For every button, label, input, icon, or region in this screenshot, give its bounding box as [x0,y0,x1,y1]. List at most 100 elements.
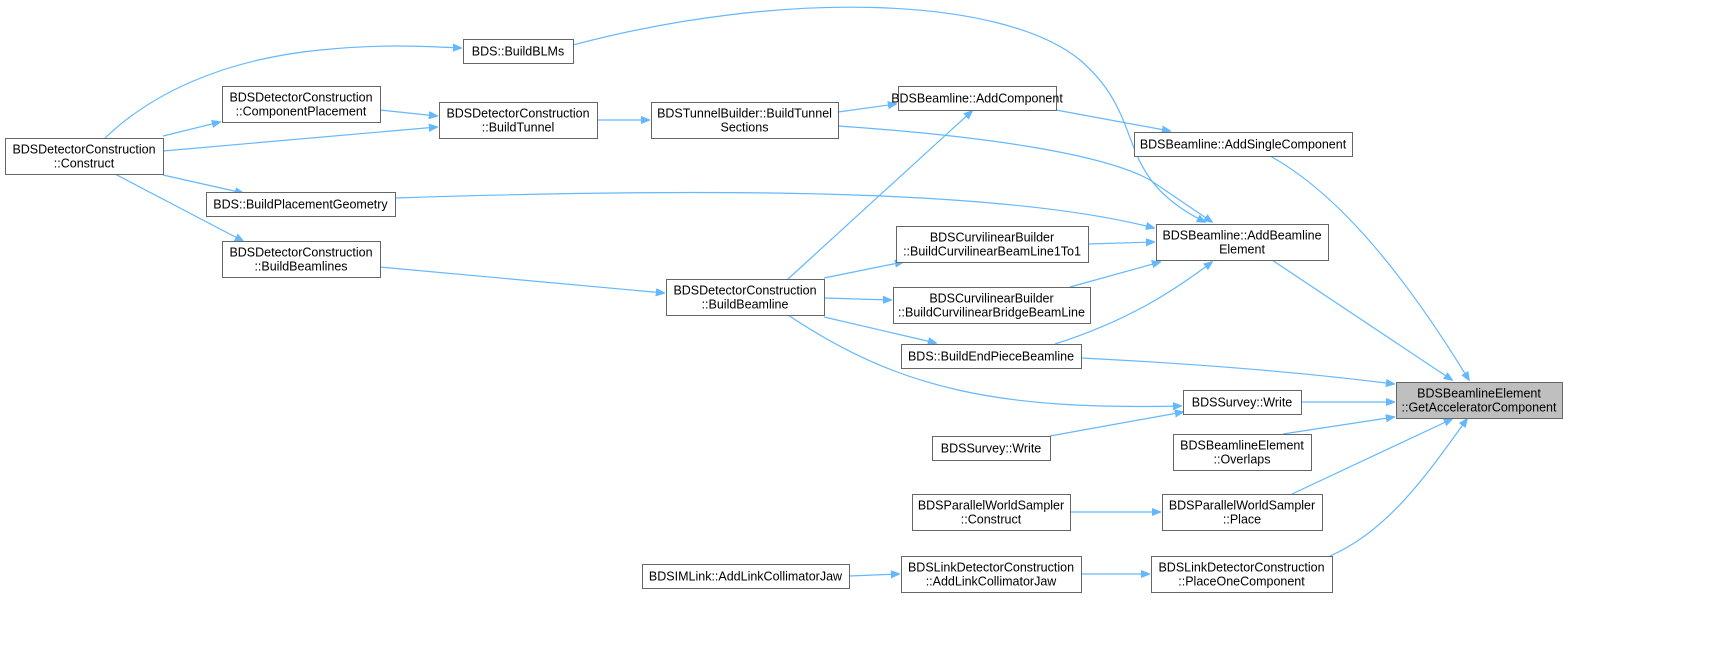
node-addcomponent[interactable]: BDSBeamline::AddComponent [891,86,1063,111]
node-label-line: BDSBeamlineElement [1180,439,1304,453]
edge-detcon_buildbeamline-to-curv_bridge [823,298,891,300]
node-label-line: ::Construct [54,157,115,171]
edges-layer [104,6,1469,576]
node-label-line: ::BuildBeamline [702,298,789,312]
node-linkdet-addjaw[interactable]: BDSLinkDetectorConstruction::AddLinkColl… [901,556,1082,593]
node-label-line: BDSBeamline::AddSingleComponent [1140,138,1347,152]
node-placement-geometry[interactable]: BDS::BuildPlacementGeometry [206,192,396,217]
edge-tunnel_sections-to-addbeamlineelement [837,125,1212,222]
edge-linkdet_place-to-target [1329,419,1467,557]
node-box [206,192,396,217]
node-bdsim-link[interactable]: BDSIMLink::AddLinkCollimatorJaw [642,564,850,589]
node-target[interactable]: BDSBeamlineElement::GetAcceleratorCompon… [1396,382,1563,419]
node-label-line: ::GetAcceleratorComponent [1402,401,1557,415]
node-label-line: BDS::BuildBLMs [472,45,564,59]
node-label-line: BDSDetectorConstruction [229,91,372,105]
edge-bdsim_link-to-linkdet_addjaw [848,574,899,576]
edge-tunnel_sections-to-addcomponent [837,104,896,113]
edge-addbeamlineelement-to-target [1271,259,1452,380]
node-label-line: BDSBeamline::AddBeamline [1162,229,1321,243]
node-buildblms[interactable]: BDS::BuildBLMs [463,39,574,64]
node-label-line: BDSParallelWorldSampler [1169,499,1315,513]
edge-endpiece-to-target [1080,357,1394,384]
node-survey-write-a[interactable]: BDSSurvey::Write [1183,390,1302,415]
edge-placement_geometry-to-addbeamlineelement [394,191,1154,228]
node-overlaps[interactable]: BDSBeamlineElement::Overlaps [1173,434,1312,471]
node-box [463,39,574,64]
edge-detcon_buildbeamline-to-endpiece [823,316,936,343]
node-endpiece[interactable]: BDS::BuildEndPieceBeamline [901,344,1082,369]
node-box [932,436,1051,461]
node-comp-placement[interactable]: BDSDetectorConstruction::ComponentPlacem… [222,86,381,123]
node-label-line: BDSLinkDetectorConstruction [908,561,1074,575]
edge-detcon_buildbeamlines-to-detcon_buildbeamline [379,266,664,293]
nodes-layer: BDSDetectorConstruction::ConstructBDS::B… [5,39,1563,593]
edge-pws_place-to-target [1291,419,1452,495]
edge-endpiece-to-addbeamlineelement [1054,262,1212,345]
node-linkdet-place[interactable]: BDSLinkDetectorConstruction::PlaceOneCom… [1151,556,1333,593]
node-pws-construct[interactable]: BDSParallelWorldSampler::Construct [912,494,1071,531]
node-label-line: ::ComponentPlacement [236,105,367,119]
edge-detcon_buildbeamline-to-addcomponent [787,111,972,280]
edge-detcon_buildbeamline-to-curv_1to1 [823,262,903,279]
node-box [912,494,1071,531]
node-box [901,344,1082,369]
node-label-line: BDSDetectorConstruction [673,284,816,298]
node-label-line: BDSParallelWorldSampler [918,499,1064,513]
node-box [222,86,381,123]
node-box [642,564,850,589]
node-detcon-buildbeamline[interactable]: BDSDetectorConstruction::BuildBeamline [666,279,825,316]
node-label-line: BDSBeamline::AddComponent [891,92,1063,106]
node-label-line: ::Overlaps [1214,453,1271,467]
node-box [1156,224,1329,261]
edge-curv_1to1-to-addbeamlineelement [1087,242,1154,244]
node-label-line: BDSLinkDetectorConstruction [1158,561,1324,575]
node-box [898,86,1057,111]
node-label-line: BDSIMLink::AddLinkCollimatorJaw [649,570,843,584]
node-box [1396,382,1563,419]
edge-detcon_construct-to-placement_geometry [162,174,243,193]
node-box [651,102,839,139]
node-survey-write-b[interactable]: BDSSurvey::Write [932,436,1051,461]
node-detcon-construct[interactable]: BDSDetectorConstruction::Construct [5,138,164,175]
node-box [666,279,825,316]
node-detcon-buildtunnel[interactable]: BDSDetectorConstruction::BuildTunnel [439,102,598,139]
edge-curv_bridge-to-addbeamlineelement [1069,262,1160,288]
node-label-line: BDSSurvey::Write [1192,396,1293,410]
node-box [1183,390,1302,415]
edge-survey_write_b-to-survey_write_a [1049,412,1183,437]
edge-comp_placement-to-detcon_buildtunnel [379,109,437,116]
node-label-line: BDSSurvey::Write [941,442,1042,456]
edge-buildblms-to-addbeamlineelement [572,6,1205,222]
edge-addsinglecomponent-to-target [1269,155,1469,380]
node-box [1173,434,1312,471]
node-label-line: ::BuildCurvilinearBridgeBeamLine [898,306,1085,320]
node-box [1151,556,1333,593]
node-box [222,241,381,278]
edge-detcon_buildbeamline-to-survey_write_a [787,314,1181,406]
node-label-line: Sections [721,121,769,135]
node-label-line: BDSDetectorConstruction [12,143,155,157]
node-curv-1to1[interactable]: BDSCurvilinearBuilder::BuildCurvilinearB… [896,226,1089,263]
node-label-line: BDS::BuildPlacementGeometry [213,198,388,212]
node-label-line: ::PlaceOneComponent [1178,575,1305,589]
node-box [893,287,1091,324]
node-box [901,556,1082,593]
node-label-line: BDSTunnelBuilder::BuildTunnel [657,107,832,121]
node-label-line: BDSCurvilinearBuilder [930,231,1054,245]
node-addsinglecomponent[interactable]: BDSBeamline::AddSingleComponent [1134,132,1353,157]
node-box [1134,132,1353,157]
node-box [5,138,164,175]
node-label-line: ::BuildCurvilinearBeamLine1To1 [903,245,1081,259]
node-label-line: ::Construct [961,513,1022,527]
node-box [439,102,598,139]
node-detcon-buildbeamlines[interactable]: BDSDetectorConstruction::BuildBeamlines [222,241,381,278]
node-curv-bridge[interactable]: BDSCurvilinearBuilder::BuildCurvilinearB… [893,287,1091,324]
node-label-line: Element [1219,243,1265,257]
node-label-line: BDSDetectorConstruction [446,107,589,121]
edge-overlaps-to-target [1282,417,1394,435]
node-pws-place[interactable]: BDSParallelWorldSampler::Place [1162,494,1323,531]
